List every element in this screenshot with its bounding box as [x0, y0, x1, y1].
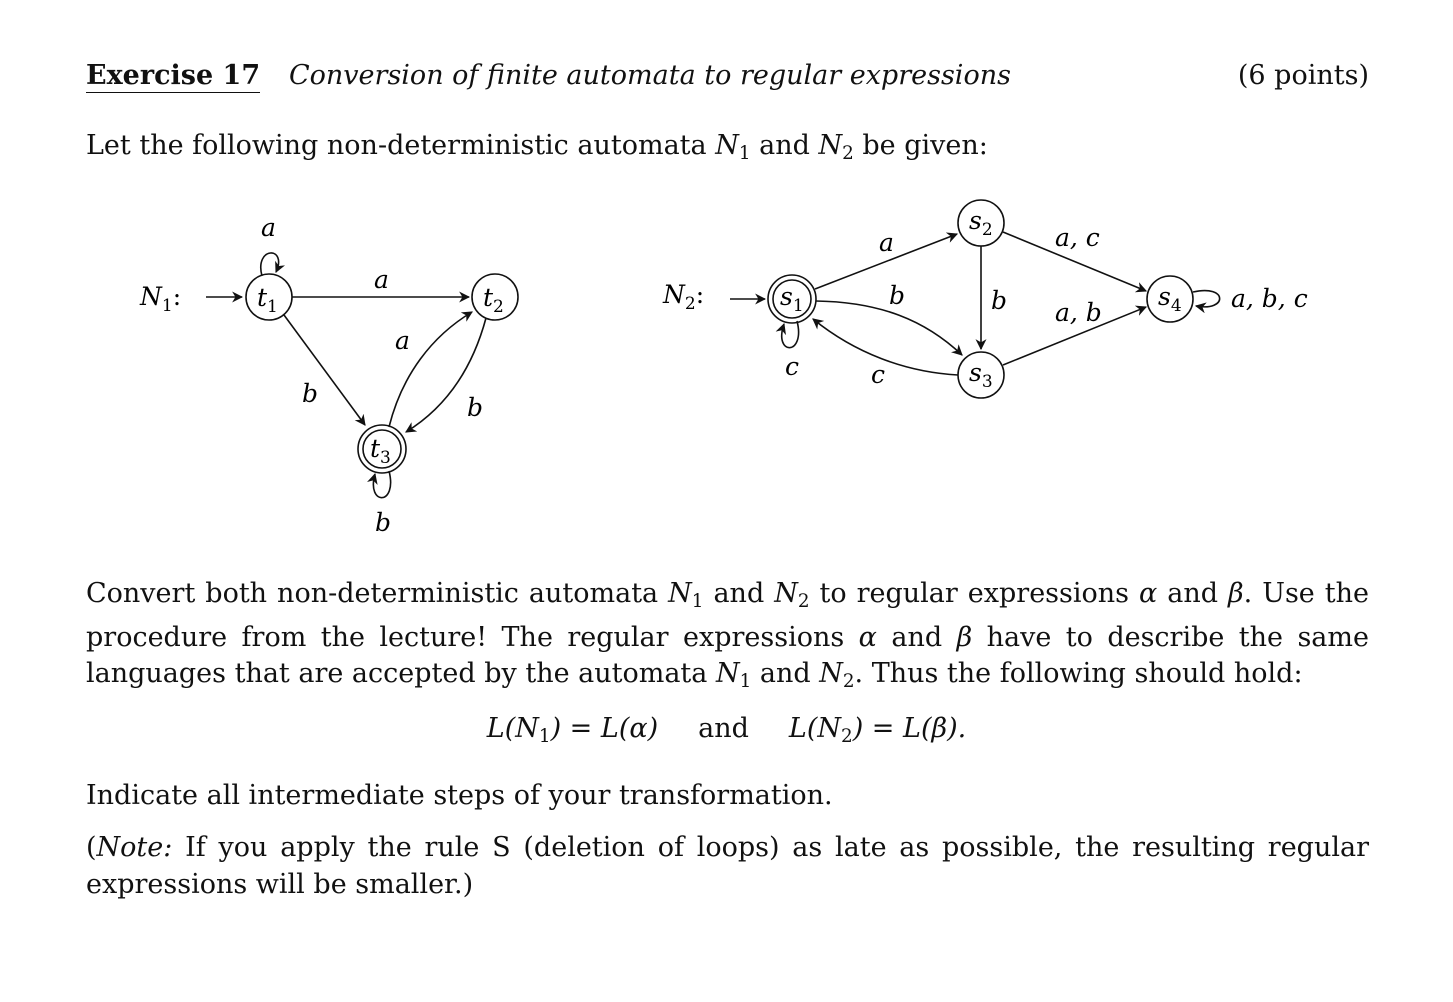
n1-edge-t1-t1	[259, 252, 286, 277]
task-beta: β	[1228, 578, 1244, 609]
intro-n1-sub: 1	[738, 143, 751, 165]
n2-state-s4-label: s4	[1158, 282, 1182, 316]
exercise-title: Exercise 17	[86, 60, 261, 93]
task-alpha: α	[1139, 578, 1158, 609]
task-n2-2: N	[819, 658, 843, 690]
task-text-7: have to describe the same languages that…	[86, 622, 1369, 690]
note-text: If you apply the rule S (deletion of loo…	[86, 832, 1369, 900]
n2-state-s2-label: s2	[969, 206, 993, 240]
n1-state-t3	[357, 424, 407, 474]
task-paragraph: Convert both non-deterministic automata …	[86, 576, 1369, 700]
automata-diagram: N1: t1 t2 t3 a a b a b b N2: s1 s2 s3 s4…	[139, 199, 1308, 537]
task-text-6: and	[876, 622, 957, 654]
task-n2-sub: 2	[797, 591, 810, 613]
task-n1: N	[668, 578, 692, 609]
eq-right-rest: ) = L(β).	[852, 713, 967, 744]
task-n2: N	[774, 578, 798, 609]
note-paragraph: (Note: If you apply the rule S (deletion…	[86, 829, 1369, 903]
eq-right: L(N	[788, 713, 841, 744]
n1-state-t2-label: t2	[483, 283, 504, 317]
n2-edge-s3-s4	[1002, 305, 1148, 366]
note-label: Note:	[96, 832, 173, 863]
n2-state-s1-label: s1	[780, 282, 804, 316]
n1-edge-label-t2-t3: b	[467, 393, 483, 422]
n2-edge-label-s2-s3: b	[991, 286, 1007, 315]
n1-state-t1-label: t1	[257, 283, 278, 317]
n2-edge-label-s2-s4: a, c	[1055, 223, 1100, 252]
n1-edge-t2-t3	[405, 317, 487, 433]
n2-edge-label-s1-s2: a	[879, 228, 894, 257]
task-n2-sub-2: 2	[842, 671, 855, 693]
n1-edge-label-t1-t1: a	[261, 213, 276, 242]
intro-pre: Let the following non-deterministic auto…	[86, 130, 716, 161]
task-text-4: and	[1157, 578, 1229, 609]
task-text-2: and	[703, 578, 775, 609]
task-text-8: and	[751, 658, 820, 690]
intro-text: Let the following non-deterministic auto…	[86, 130, 988, 164]
n2-state-s3	[957, 351, 1005, 399]
n2-edge-s1-s2	[814, 232, 959, 290]
n2-edge-s3-s1	[812, 318, 959, 376]
n1-edge-label-t1-t3: b	[302, 379, 318, 408]
task-n1-sub: 1	[691, 591, 704, 613]
n2-edge-label-s1-s3: b	[889, 281, 905, 310]
exercise-header: Exercise 17 Conversion of finite automat…	[86, 60, 1369, 96]
n1-edge-label-t3-t2: a	[395, 326, 410, 355]
n1-label: N1:	[139, 282, 181, 316]
n1-state-t3-accepting-ring	[362, 429, 402, 469]
steps-text: Indicate all intermediate steps of your …	[86, 780, 833, 811]
note-open: (	[86, 832, 97, 863]
task-text-5: . Use the procedure from the lecture! Th…	[86, 578, 1369, 654]
n2-state-s2	[957, 199, 1005, 247]
intro-n2-sub: 2	[842, 143, 854, 165]
n2-edge-label-s4-s4: a, b, c	[1231, 284, 1308, 313]
task-n1-2: N	[715, 658, 740, 690]
n2-edge-s1-s3	[815, 300, 963, 356]
n1-state-t1	[245, 273, 293, 321]
n1-edge-t1-t3	[283, 314, 366, 426]
n2-edge-s1-s1	[775, 320, 800, 349]
task-text-1: Convert both non-deterministic automata	[86, 578, 669, 609]
n1-edge-t3-t3	[367, 470, 392, 499]
n2-state-s1-accepting-ring	[772, 279, 812, 319]
n2-edge-label-s3-s1: c	[871, 360, 885, 389]
task-text-3: to regular expressions	[809, 578, 1140, 609]
eq-left: L(N	[486, 713, 539, 744]
n1-edge-label-t1-t2: a	[374, 265, 389, 294]
n2-edge-s2-s4	[1002, 231, 1148, 293]
eq-left-rest: ) = L(α)	[550, 713, 659, 744]
n2-edge-s4-s4	[1192, 289, 1221, 314]
intro-and: and	[750, 130, 819, 161]
n2-label: N2:	[662, 280, 704, 314]
task-n1-sub-2: 1	[739, 671, 752, 693]
n1-edge-t3-t2	[388, 311, 473, 428]
task-text-9: . Thus the following should hold:	[854, 658, 1303, 690]
n1-state-t3-label: t3	[370, 434, 391, 468]
intro-post: be given:	[853, 130, 988, 161]
exercise-subtitle: Conversion of finite automata to regular…	[289, 60, 1011, 91]
n2-state-s3-label: s3	[969, 358, 993, 392]
eq-left-sub: 1	[538, 726, 551, 748]
eq-connector: and	[698, 713, 749, 744]
eq-right-sub: 2	[841, 726, 853, 748]
n2-state-s4	[1146, 275, 1194, 323]
n1-edge-label-t3-t3: b	[375, 508, 391, 537]
intro-n2: N	[818, 130, 843, 161]
task-beta-2: β	[956, 622, 973, 654]
exercise-points: (6 points)	[1237, 60, 1369, 91]
n2-edge-label-s3-s4: a, b	[1055, 298, 1102, 327]
n2-edge-label-s1-s1: c	[785, 352, 799, 381]
intro-n1: N	[715, 130, 739, 161]
n2-state-s1	[767, 274, 817, 324]
n1-state-t2	[471, 273, 519, 321]
task-alpha-2: α	[858, 622, 877, 654]
